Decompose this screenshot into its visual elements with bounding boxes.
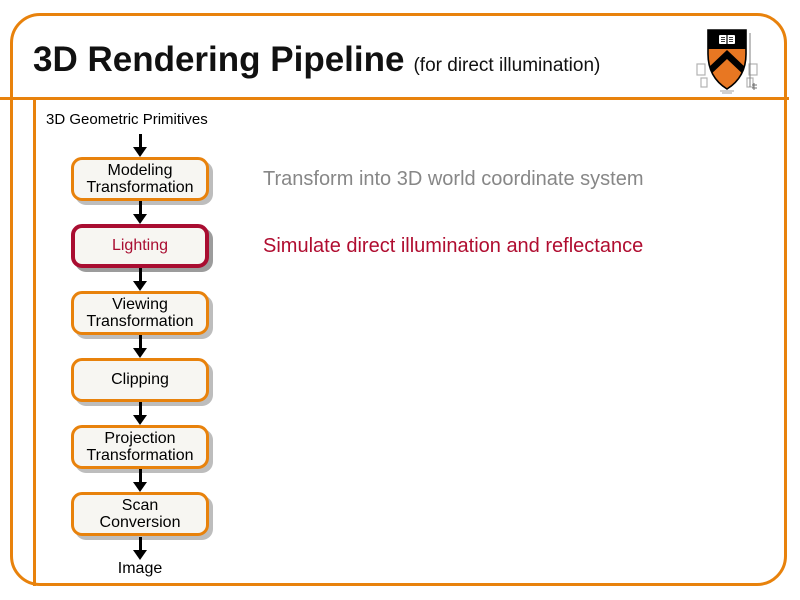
princeton-shield-logo <box>696 29 758 94</box>
arrow-stem <box>138 201 142 215</box>
pipeline-stage-lighting: Lighting <box>71 224 209 268</box>
arrow-stem <box>138 335 142 349</box>
stage-label-line: Lighting <box>111 237 169 255</box>
pipeline-end-label: Image <box>117 560 163 577</box>
arrow-head <box>133 550 147 560</box>
flow-arrow-down <box>133 402 147 425</box>
arrow-head <box>133 348 147 358</box>
flow-arrow-down <box>133 537 147 560</box>
slide-title-subtitle: (for direct illumination) <box>413 55 601 76</box>
flow-arrow-down <box>133 268 147 291</box>
stage-label-line: Transformation <box>86 313 194 330</box>
title-divider-line <box>0 97 789 100</box>
annotation-0: Transform into 3D world coordinate syste… <box>263 168 644 190</box>
flow-arrow-down <box>133 134 147 157</box>
slide-title-main: 3D Rendering Pipeline <box>33 40 405 79</box>
arrow-head <box>133 482 147 492</box>
annotation-1: Simulate direct illumination and reflect… <box>263 235 644 257</box>
stage-label-line: Projection <box>104 429 176 447</box>
slide-title: 3D Rendering Pipeline (for direct illumi… <box>33 40 600 80</box>
arrow-head <box>133 415 147 425</box>
content-left-rule <box>33 100 36 586</box>
open-book-icon <box>719 35 735 44</box>
stage-label-line: Modeling <box>107 161 173 179</box>
arrow-head <box>133 214 147 224</box>
shield-decorations <box>696 33 758 94</box>
slide-border <box>10 13 787 586</box>
flow-arrow-down <box>133 201 147 224</box>
flow-arrow-down <box>133 469 147 492</box>
shield-chevron <box>708 50 746 77</box>
stage-label-line: Conversion <box>99 514 181 531</box>
arrow-stem <box>138 134 142 148</box>
arrow-stem <box>138 537 142 551</box>
arrow-head <box>133 147 147 157</box>
shield-outline <box>707 29 747 90</box>
arrow-stem <box>138 402 142 416</box>
arrow-head <box>133 281 147 291</box>
stage-label-line: Scan <box>121 496 159 514</box>
arrow-stem <box>138 268 142 282</box>
pipeline-start-label: 3D Geometric Primitives <box>46 111 208 128</box>
stage-label-line: Transformation <box>86 447 194 464</box>
arrow-stem <box>138 469 142 483</box>
stage-label-line: Transformation <box>86 179 194 196</box>
stage-label-line: Viewing <box>112 295 168 313</box>
pipeline-stage-clipping: Clipping <box>71 358 209 402</box>
flow-arrow-down <box>133 335 147 358</box>
stage-label-line: Clipping <box>111 371 169 389</box>
